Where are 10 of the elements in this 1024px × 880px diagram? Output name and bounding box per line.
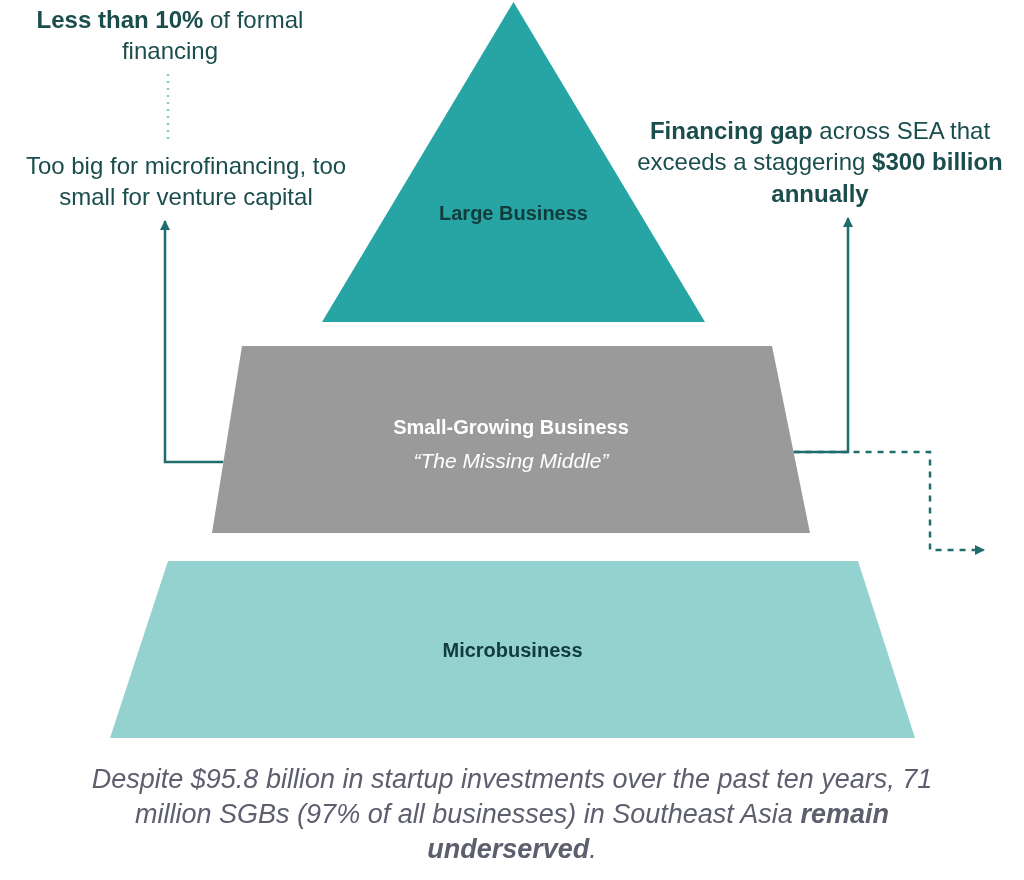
annotation-text: Too big for microfinancing, too small for venture capital	[0, 147, 372, 215]
annotation-text: Less than 10% of formal financing	[10, 2, 330, 68]
tier-label: Large Business	[439, 202, 588, 225]
caption: Despite $95.8 billion in startup investments over the past ten years, 71 million SGBs (97% of all businesses) in Southeast Asia remain underserved.	[90, 763, 934, 867]
tier-label: Small-Growing Business	[393, 416, 629, 439]
tier-subtitle: “The Missing Middle”	[413, 449, 609, 473]
arrow	[160, 220, 224, 464]
arrow	[793, 450, 985, 555]
annotation-text: Financing gap across SEA that exceeds a staggering $300 billion annually	[632, 112, 1008, 212]
tier-label: Microbusiness	[442, 639, 583, 662]
